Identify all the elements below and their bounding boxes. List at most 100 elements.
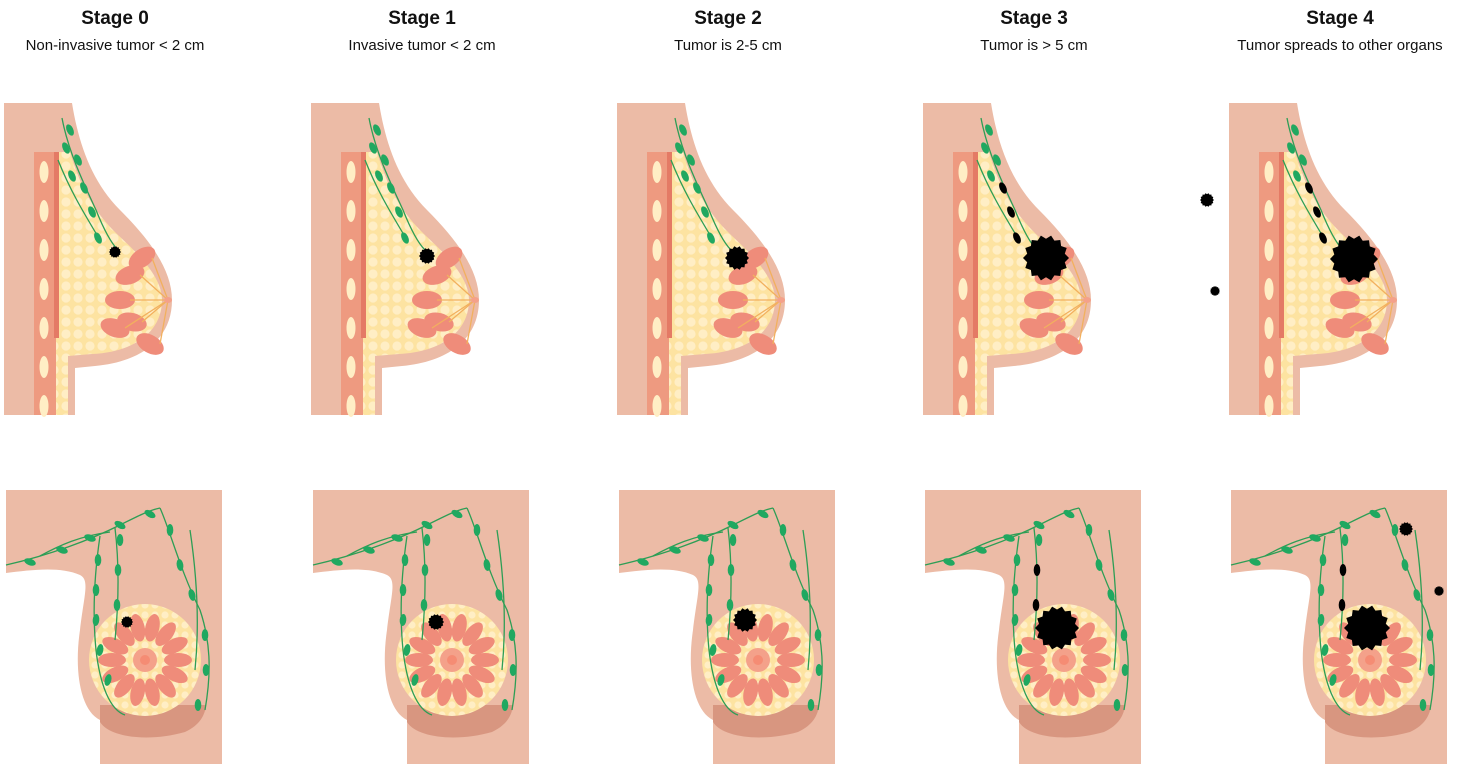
lymph-node — [421, 599, 428, 611]
rib — [347, 200, 356, 222]
rib — [40, 161, 49, 183]
lymph-node — [1121, 629, 1128, 641]
stage-2-panel: Stage 2 Tumor is 2-5 cm — [578, 0, 878, 764]
side-view-illustration — [884, 100, 1184, 420]
rib — [959, 200, 968, 222]
rib — [959, 317, 968, 339]
stage-title: Stage 4 — [1190, 8, 1476, 30]
lymph-node — [510, 664, 517, 676]
rib — [347, 161, 356, 183]
side-view-group — [1200, 103, 1397, 417]
rib — [1265, 395, 1274, 417]
rib — [1265, 200, 1274, 222]
rib — [347, 278, 356, 300]
lymph-node — [400, 584, 407, 596]
lymph-node — [509, 629, 516, 641]
nipple — [1059, 655, 1069, 665]
stage-subtitle: Invasive tumor < 2 cm — [272, 37, 572, 54]
rib — [347, 317, 356, 339]
lymph-node — [727, 599, 734, 611]
side-view-group — [923, 103, 1091, 417]
stage-subtitle: Non-invasive tumor < 2 cm — [0, 37, 265, 54]
front-view-group — [6, 490, 222, 764]
rib — [347, 356, 356, 378]
rib — [959, 239, 968, 261]
front-view-illustration — [0, 470, 265, 764]
lobule — [405, 653, 433, 667]
rib — [959, 278, 968, 300]
lymph-node — [195, 699, 202, 711]
rib — [40, 278, 49, 300]
stage-title: Stage 2 — [578, 8, 878, 30]
lymph-node — [1320, 554, 1327, 566]
lymph-node — [780, 524, 787, 536]
lymph-node — [203, 664, 210, 676]
lymph-node — [202, 629, 209, 641]
lobule — [711, 653, 739, 667]
rib — [959, 161, 968, 183]
lymph-node — [808, 699, 815, 711]
lymph-node — [402, 554, 409, 566]
front-view-group — [1231, 490, 1447, 764]
lymph-node — [1420, 699, 1427, 711]
lymph-node — [1342, 534, 1349, 546]
lobule — [1083, 653, 1111, 667]
lobule — [1017, 653, 1045, 667]
lymph-node — [728, 564, 735, 576]
side-view-illustration — [1190, 100, 1476, 420]
lobule — [1389, 653, 1417, 667]
muscle-edge — [973, 152, 978, 338]
front-view-illustration — [1190, 470, 1476, 764]
muscle-edge — [1279, 152, 1284, 338]
lymph-node — [1014, 554, 1021, 566]
rib — [653, 161, 662, 183]
rib — [653, 278, 662, 300]
rib — [653, 239, 662, 261]
nipple — [753, 655, 763, 665]
lymph-node — [816, 664, 823, 676]
lymph-node — [730, 534, 737, 546]
lymph-node — [1033, 599, 1040, 611]
side-view-illustration — [0, 100, 265, 420]
lymph-node — [95, 554, 102, 566]
rib — [347, 239, 356, 261]
metastasis — [1210, 286, 1220, 296]
stage-title: Stage 1 — [272, 8, 572, 30]
lymph-node — [502, 699, 509, 711]
side-view-group — [617, 103, 785, 417]
muscle-edge — [54, 152, 59, 338]
lymph-node — [1428, 664, 1435, 676]
lymph-node — [815, 629, 822, 641]
lymph-node — [1122, 664, 1129, 676]
lymph-node — [1339, 599, 1346, 611]
side-view-group — [311, 103, 479, 417]
side-view-group — [4, 103, 172, 417]
lymph-node — [1036, 534, 1043, 546]
rib — [959, 356, 968, 378]
lymph-node — [422, 564, 429, 576]
lymph-node — [1086, 524, 1093, 536]
side-view-illustration — [578, 100, 878, 420]
rib — [40, 395, 49, 417]
front-view-group — [619, 490, 835, 764]
nipple — [447, 655, 457, 665]
lymph-node — [117, 534, 124, 546]
lymph-node — [115, 564, 122, 576]
lymph-node — [93, 584, 100, 596]
stage-4-panel: Stage 4 Tumor spreads to other organs — [1190, 0, 1476, 764]
stage-subtitle: Tumor spreads to other organs — [1190, 37, 1476, 54]
stage-subtitle: Tumor is 2-5 cm — [578, 37, 878, 54]
lymph-node — [1340, 564, 1347, 576]
rib — [959, 395, 968, 417]
lymph-node — [1318, 584, 1325, 596]
nipple — [471, 297, 479, 303]
lobule — [777, 653, 805, 667]
stage-title: Stage 0 — [0, 8, 265, 30]
front-view-illustration — [578, 470, 878, 764]
lymph-node — [1034, 564, 1041, 576]
lymph-node — [114, 599, 121, 611]
lymph-node — [1012, 584, 1019, 596]
nipple — [1083, 297, 1091, 303]
lymph-node — [706, 584, 713, 596]
rib — [1265, 278, 1274, 300]
